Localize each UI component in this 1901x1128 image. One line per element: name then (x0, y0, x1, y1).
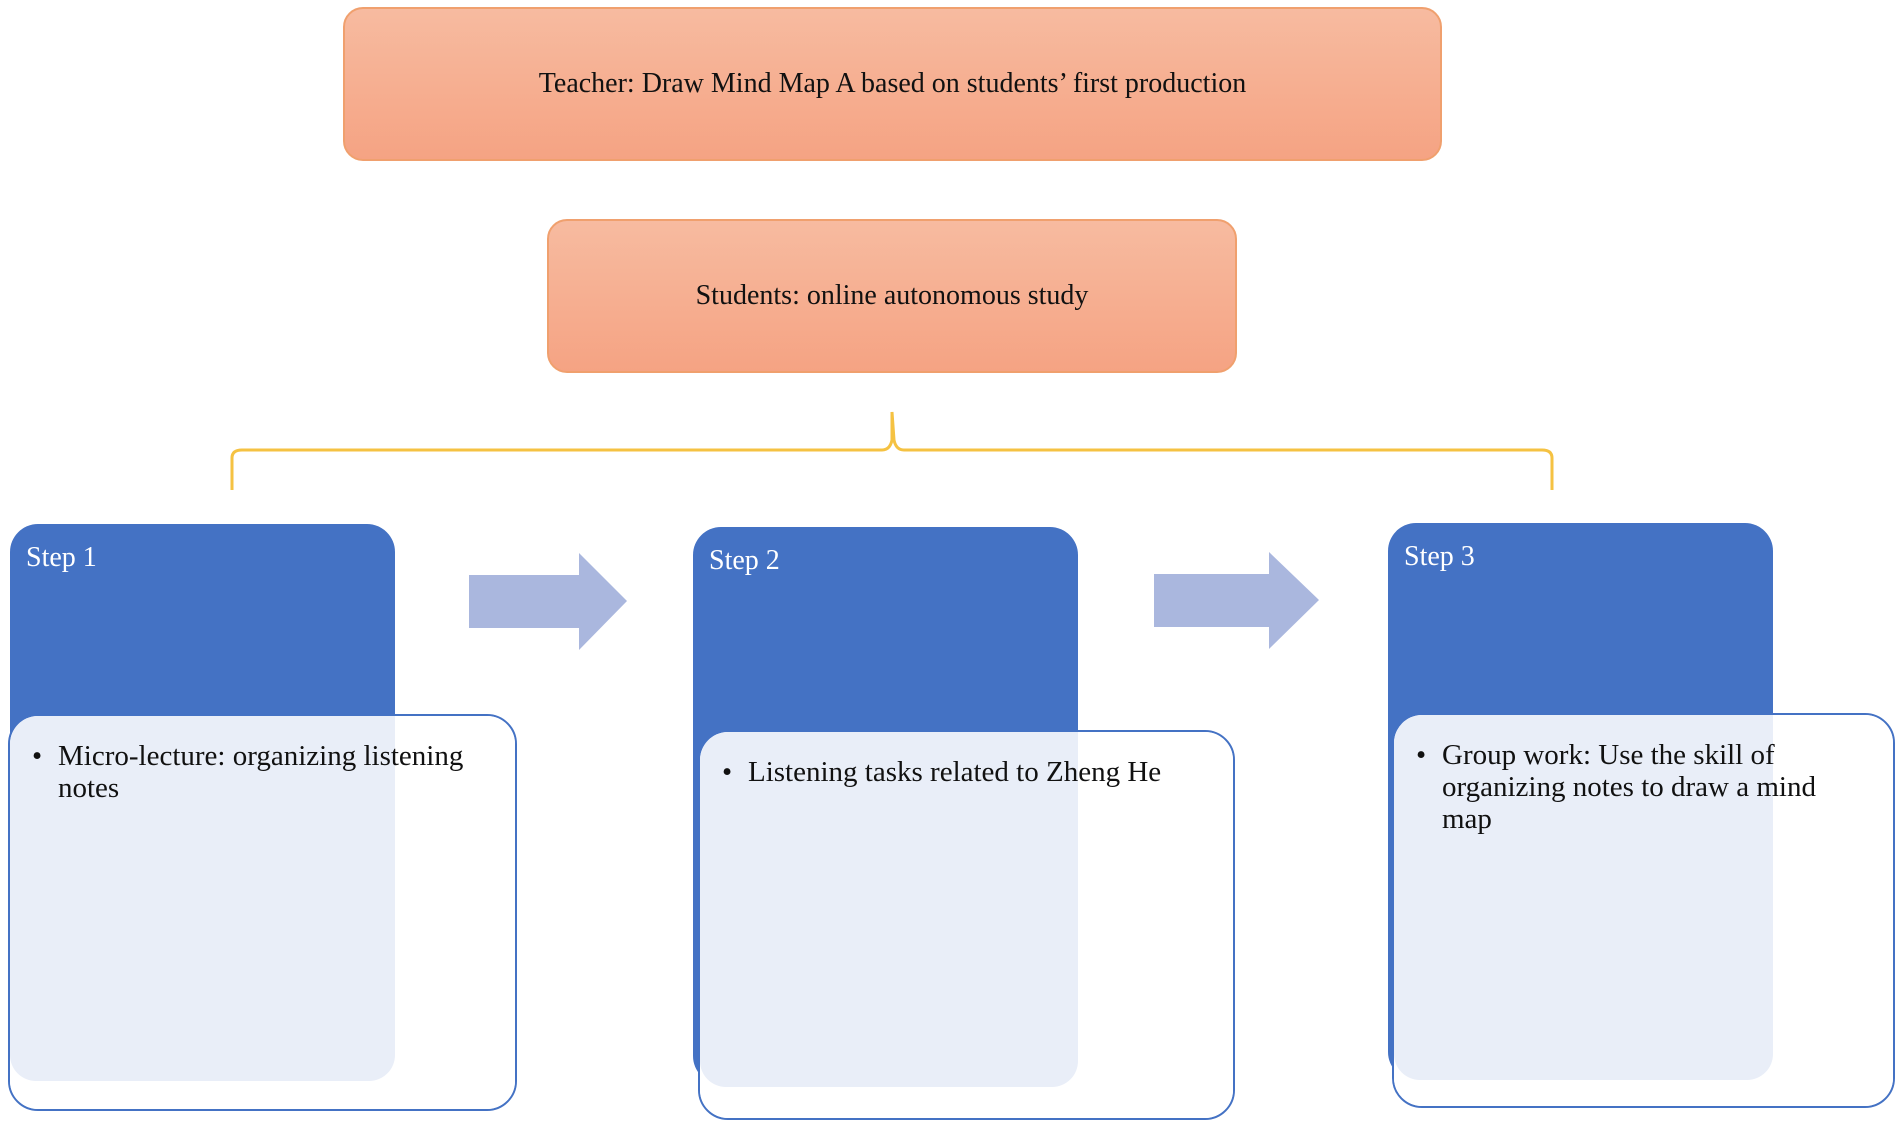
list-item: • Listening tasks related to Zheng He (722, 756, 1203, 788)
list-item: • Group work: Use the skill of organizin… (1416, 739, 1863, 835)
bullet-text: Micro-lecture: organizing listening note… (58, 740, 464, 804)
right-arrow-icon (469, 553, 627, 650)
students-box-text: Students: online autonomous study (695, 280, 1089, 311)
bullet-text: Group work: Use the skill of organizing … (1442, 739, 1816, 835)
step-1-title: Step 1 (26, 542, 97, 573)
bullet-icon: • (1416, 739, 1427, 771)
teacher-box-text: Teacher: Draw Mind Map A based on studen… (538, 68, 1247, 99)
step-3-bullets: • Group work: Use the skill of organizin… (1416, 739, 1863, 835)
step-2-card: • Listening tasks related to Zheng He (698, 730, 1235, 1120)
step-1-bullets: • Micro-lecture: organizing listening no… (32, 740, 485, 804)
step-3-title: Step 3 (1404, 541, 1475, 572)
step-3-card: • Group work: Use the skill of organizin… (1392, 713, 1895, 1108)
bullet-text: Listening tasks related to Zheng He (748, 756, 1162, 788)
step-2-bullets: • Listening tasks related to Zheng He (722, 756, 1203, 788)
bullet-icon: • (722, 756, 733, 788)
step-1-card: • Micro-lecture: organizing listening no… (8, 714, 517, 1111)
bullet-icon: • (32, 740, 43, 772)
list-item: • Micro-lecture: organizing listening no… (32, 740, 485, 804)
step-2-title: Step 2 (709, 545, 780, 576)
teacher-box: Teacher: Draw Mind Map A based on studen… (343, 7, 1442, 161)
right-arrow-icon (1154, 552, 1319, 649)
students-box: Students: online autonomous study (547, 219, 1237, 373)
